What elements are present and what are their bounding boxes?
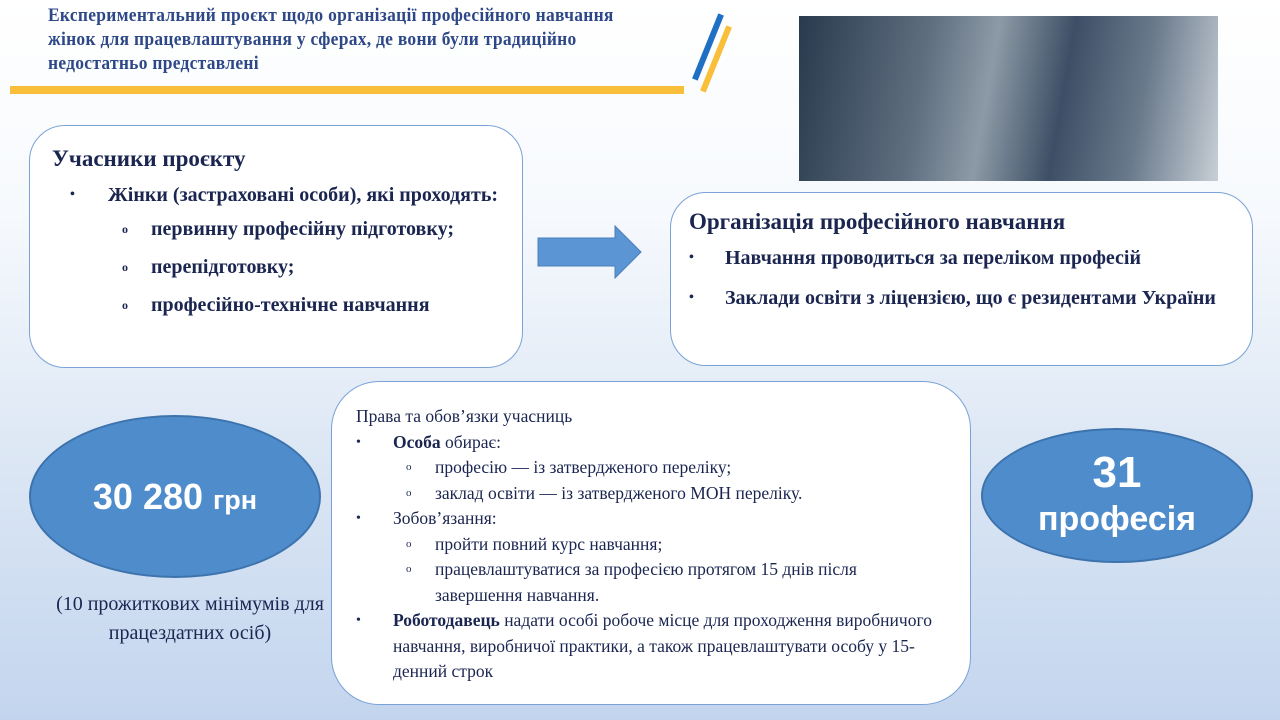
circle-bullet-icon: o — [406, 461, 412, 473]
bullet-icon: • — [689, 250, 694, 265]
rights-item: • Зобов’язання: — [356, 506, 946, 532]
rights-sub: o працевлаштуватися за професією протягом… — [356, 557, 946, 608]
rights-sub: o професію — із затвердженого переліку; — [356, 455, 946, 481]
participants-item-text: Жінки (застраховані особи), які проходят… — [108, 184, 499, 206]
participants-sub: o первинну професійну підготовку; — [52, 210, 500, 248]
item-text: Заклади освіти з ліцензією, що є резиден… — [725, 287, 1216, 309]
text: надати особі робоче місце для проходженн… — [393, 610, 932, 681]
text: обирає: — [440, 431, 501, 452]
participants-box: Учасники проєкту • Жінки (застраховані ос… — [29, 125, 523, 368]
text: професію — із затвердженого переліку; — [435, 457, 732, 477]
women-workers-photo — [799, 16, 1218, 181]
text: заклад освіти — із затвердженого МОН пер… — [435, 482, 803, 503]
bullet-icon: • — [356, 511, 361, 526]
rights-sub: o заклад освіти — із затвердженого МОН пе… — [356, 481, 946, 507]
right-arrow-icon — [537, 225, 642, 279]
text: пройти повний курс навчання; — [435, 533, 663, 554]
sub-text: перепідготовку; — [151, 256, 295, 278]
circle-bullet-icon: o — [406, 563, 412, 575]
rights-heading: Права та обов’язки учасниць — [356, 406, 573, 426]
circle-bullet-icon: o — [122, 222, 128, 236]
participants-heading: Учасники проєкту — [52, 146, 246, 171]
rights-box: Права та обов’язки учасниць • Особа обира… — [331, 381, 971, 705]
circle-bullet-icon: o — [406, 486, 412, 499]
circle-bullet-icon: o — [122, 260, 128, 274]
sub-text: первинну професійну підготовку; — [151, 218, 454, 240]
professions-value: 31 — [1092, 447, 1142, 497]
bullet-icon: • — [356, 613, 361, 628]
circle-bullet-icon: o — [406, 537, 412, 550]
organization-heading: Організація професійного навчання — [689, 209, 1066, 234]
participants-sub: o перепідготовку; — [52, 248, 500, 286]
bullet-icon: • — [689, 290, 694, 305]
organization-item: • Навчання проводиться за переліком профе… — [689, 243, 1234, 273]
rights-sub: o пройти повний курс навчання; — [356, 532, 946, 558]
gold-divider — [10, 86, 684, 94]
rights-item: • Роботодавець надати особі робоче місце … — [356, 608, 946, 685]
organization-box: Організація професійного навчання • Навча… — [670, 192, 1253, 366]
rights-item: • Особа обирає: — [356, 430, 946, 456]
participants-item: • Жінки (застраховані особи), які проходя… — [70, 180, 500, 210]
amount-value: 30 280 — [92, 475, 204, 517]
item-text: Навчання проводиться за переліком профес… — [725, 247, 1141, 269]
participants-sub: o професійно-технічне навчання — [52, 286, 500, 324]
amount-unit: грн — [213, 484, 258, 515]
amount-ellipse: 30 280 грн — [29, 415, 321, 578]
sub-text: професійно-технічне навчання — [151, 294, 430, 316]
organization-item: • Заклади освіти з ліцензією, що є резиде… — [689, 283, 1234, 313]
professions-label: професія — [1037, 499, 1197, 538]
bullet-icon: • — [356, 434, 361, 450]
slide-title: Експериментальний проєкт щодо організаці… — [48, 5, 614, 74]
bold-text: Роботодавець — [393, 610, 500, 630]
amount-note: (10 прожиткових мінімумів для працездатн… — [56, 593, 324, 644]
bullet-icon: • — [70, 187, 75, 202]
circle-bullet-icon: o — [122, 298, 128, 312]
bold-text: Особа — [393, 431, 441, 452]
text: Зобов’язання: — [393, 508, 497, 528]
text: працевлаштуватися за професією протягом … — [435, 559, 857, 605]
